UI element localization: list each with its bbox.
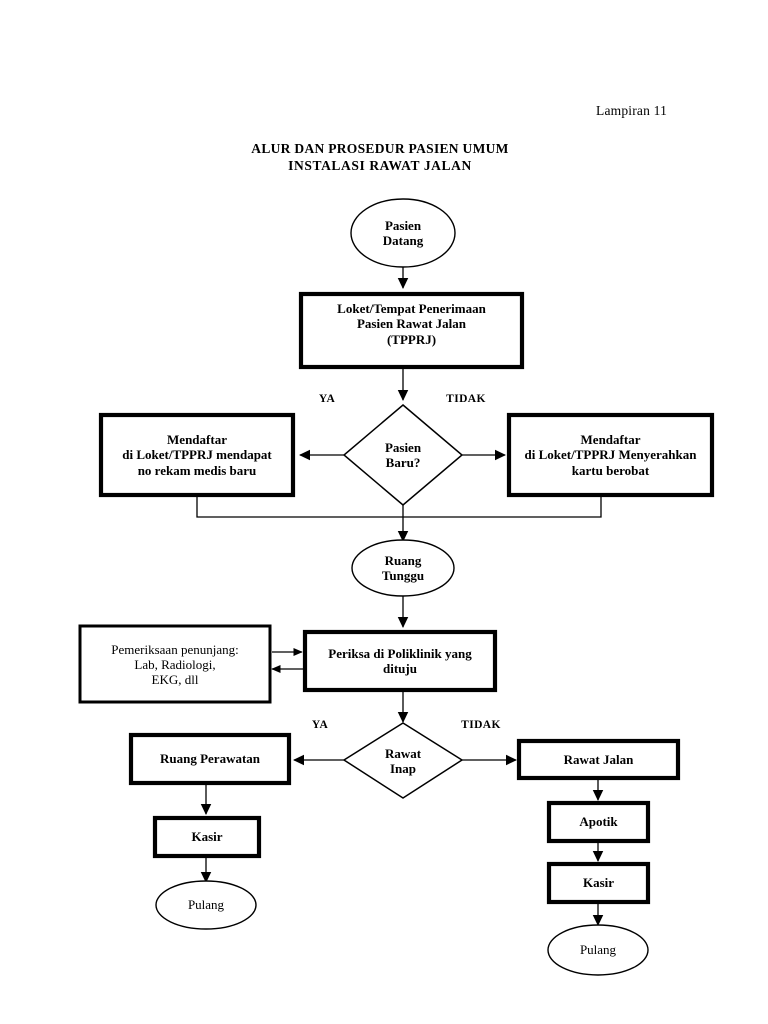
branch-label-new-patient-yes: YA (318, 393, 336, 406)
node-label-cashier-right: Kasir (553, 872, 644, 894)
branch-label-inpatient-yes: YA (311, 719, 329, 732)
page-title-line-1: ALUR DAN PROSEDUR PASIEN UMUM (251, 141, 509, 156)
node-shape-home-left (155, 880, 257, 930)
node-label-decision-inpatient-line-1: Rawat (384, 745, 422, 761)
node-shape-reception (298, 291, 525, 370)
node-shape-home-right (547, 924, 649, 976)
node-label-decision-new-patient-line-1: Pasien (384, 439, 422, 455)
node-shape-pharmacy (546, 800, 651, 844)
node-label-cashier-left-line-1: Kasir (191, 829, 223, 845)
node-label-polyclinic-line-1: Periksa di Poliklinik yang (328, 645, 472, 661)
node-label-polyclinic-line-2: dituju (383, 661, 417, 676)
node-label-home-left-line-1: Pulang (187, 897, 225, 913)
node-shape-cashier-right (546, 861, 651, 905)
node-shape-support-exams (78, 624, 272, 704)
node-label-waiting-room-line-2: Tunggu (381, 568, 425, 583)
node-label-inpatient-room-line-1: Ruang Perawatan (159, 751, 261, 767)
node-shape-inpatient-room (128, 732, 292, 786)
node-label-outpatient: Rawat Jalan (523, 749, 674, 771)
node-label-support-exams-line-2: Lab, Radiologi, (134, 656, 216, 672)
node-label-decision-inpatient: Rawat Inap (370, 740, 436, 782)
node-label-register-new-line-2: di Loket/TPPRJ mendapat (122, 447, 272, 463)
node-label-waiting-room-line-1: Ruang (384, 552, 422, 568)
node-label-cashier-left: Kasir (159, 826, 255, 848)
page-title: ALUR DAN PROSEDUR PASIEN UMUM INSTALASI … (188, 140, 572, 175)
branch-label-new-patient-no: TIDAK (446, 393, 486, 406)
node-label-decision-inpatient-line-2: Inap (389, 761, 417, 776)
node-shape-cashier-left (152, 815, 262, 859)
node-label-decision-new-patient-line-2: Baru? (385, 455, 421, 470)
node-label-register-existing-line-3: kartu berobat (571, 462, 650, 478)
node-label-inpatient-room: Ruang Perawatan (135, 748, 285, 770)
node-label-reception-line-1: Loket/Tempat Penerimaan (337, 301, 486, 317)
node-shape-register-existing (506, 412, 715, 498)
node-label-support-exams-line-1: Pemeriksaan penunjang: (111, 641, 239, 657)
connector-register-existing-to-waiting (403, 495, 602, 518)
connector-register-new-to-waiting (196, 495, 403, 518)
node-shape-polyclinic (302, 629, 498, 693)
node-label-pharmacy-line-1: Apotik (579, 814, 618, 830)
node-label-start-line-2: Datang (382, 233, 424, 248)
node-label-register-new-line-3: no rekam medis baru (137, 462, 257, 478)
node-label-start-line-1: Pasien (384, 217, 422, 233)
node-label-register-existing: Mendaftar di Loket/TPPRJ Menyerahkan kar… (512, 427, 709, 483)
node-label-waiting-room: Ruang Tunggu (352, 548, 454, 588)
node-label-home-left: Pulang (161, 894, 251, 916)
node-label-cashier-right-line-1: Kasir (582, 875, 615, 891)
node-label-support-exams-line-3: EKG, dll (151, 672, 199, 688)
branch-label-inpatient-no: TIDAK (461, 719, 501, 732)
node-label-reception: Loket/Tempat Penerimaan Pasien Rawat Jal… (303, 298, 520, 350)
node-label-register-existing-line-2: di Loket/TPPRJ Menyerahkan (524, 447, 697, 463)
node-label-home-right: Pulang (553, 939, 643, 961)
node-label-outpatient-line-1: Rawat Jalan (563, 752, 634, 768)
page-title-line-2: INSTALASI RAWAT JALAN (288, 158, 472, 174)
node-label-decision-new-patient: Pasien Baru? (362, 434, 444, 476)
node-label-home-right-line-1: Pulang (579, 942, 617, 958)
node-label-polyclinic: Periksa di Poliklinik yang dituju (308, 640, 492, 682)
node-label-register-new-line-1: Mendaftar (167, 432, 227, 448)
node-label-register-new: Mendaftar di Loket/TPPRJ mendapat no rek… (105, 427, 289, 483)
node-shape-decision-inpatient (342, 722, 464, 799)
node-label-reception-line-2: Pasien Rawat Jalan (356, 316, 467, 332)
node-label-pharmacy: Apotik (553, 811, 644, 833)
node-label-start: Pasien Datang (351, 212, 455, 254)
node-label-reception-line-3: (TPPRJ) (386, 331, 437, 347)
lampiran-annotation: Lampiran 11 (596, 103, 668, 118)
node-label-register-existing-line-1: Mendaftar (580, 432, 641, 448)
node-label-support-exams: Pemeriksaan penunjang: Lab, Radiologi, E… (84, 636, 266, 693)
